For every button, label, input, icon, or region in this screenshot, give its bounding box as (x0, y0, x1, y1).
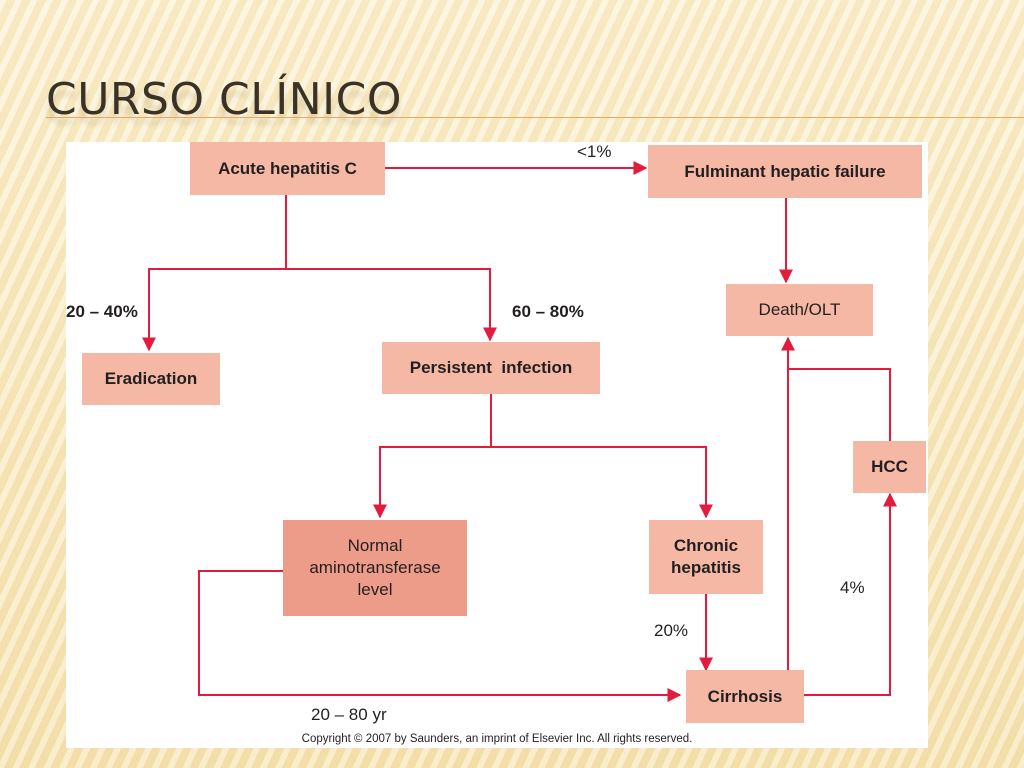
line-hcc-to-death (788, 368, 891, 441)
slide-title: CURSO CLÍNICO (46, 74, 403, 125)
arrow-to-chronic (491, 446, 713, 519)
node-persistent-infection: Persistent infection (382, 342, 600, 394)
title-underline (46, 117, 1024, 118)
line-acute-split (142, 195, 287, 352)
arrow-cirrhosis-to-hcc (804, 492, 897, 696)
node-normal-aminotransferase-level: Normal aminotransferase level (283, 520, 467, 616)
node-chronic-hepatitis: Chronic hepatitis (649, 520, 763, 594)
label-cirrhosis-to-hcc-percent: 4% (840, 578, 865, 597)
node-death-olt: Death/OLT (726, 284, 873, 336)
label-normal-to-cirrhosis-years: 20 – 80 yr (311, 705, 387, 724)
connector-lines (142, 161, 897, 702)
label-chronic-to-cirrhosis-percent: 20% (654, 621, 689, 640)
node-eradication: Eradication (82, 353, 220, 405)
arrow-to-persistent (286, 268, 497, 342)
node-fulminant-hepatic-failure: Fulminant hepatic failure (648, 145, 922, 198)
flowchart-diagram: Acute hepatitis C Fulminant hepatic fail… (66, 142, 928, 748)
label-to-persistent-percent: 60 – 80% (512, 302, 584, 321)
label-to-fulminant-percent: <1% (577, 142, 612, 161)
arrow-normal-to-cirrhosis (198, 570, 682, 702)
node-acute-hepatitis-c: Acute hepatitis C (190, 142, 385, 195)
label-to-eradication-percent: 20 – 40% (66, 302, 138, 321)
node-cirrhosis: Cirrhosis (686, 670, 804, 723)
line-persistent-split (373, 394, 492, 519)
copyright-notice: Copyright © 2007 by Saunders, an imprint… (301, 733, 693, 745)
node-hcc: HCC (853, 441, 926, 493)
